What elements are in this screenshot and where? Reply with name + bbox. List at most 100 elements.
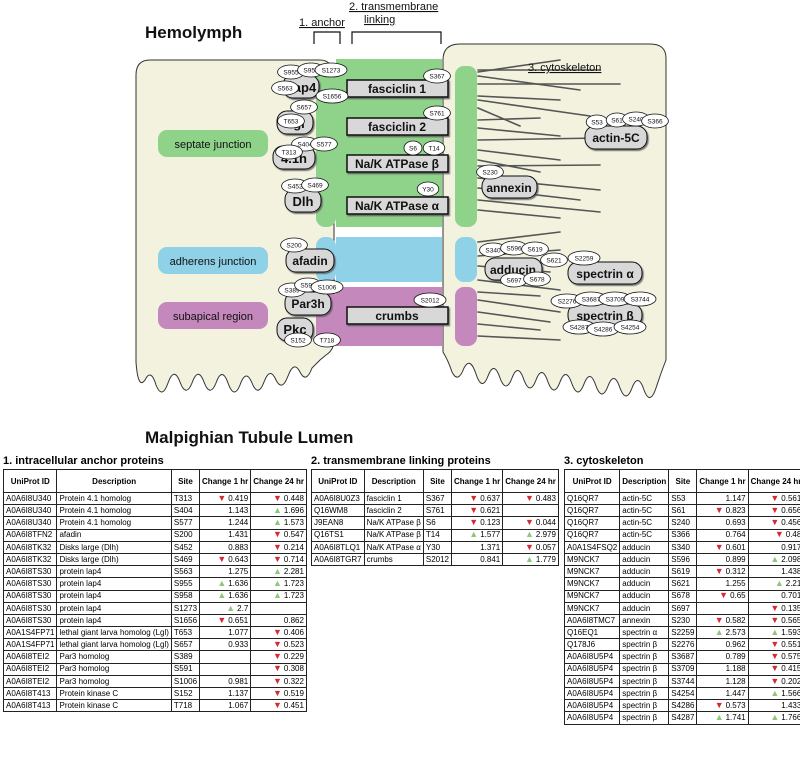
site-label: S619	[527, 246, 543, 253]
table3-title: 3. cytoskeleton	[564, 455, 644, 467]
change-1hr-cell: ▼0.582	[696, 613, 749, 628]
description-cell: lethal giant larva homolog (Lgl)	[56, 626, 172, 640]
change-1hr-cell: ▼0.601	[696, 540, 749, 554]
lumen-label: Malpighian Tubule Lumen	[145, 428, 353, 447]
change-24hr-cell: ▼0.057	[502, 540, 559, 554]
site-cell: S2276	[668, 638, 698, 652]
change-1hr-cell: 0.962	[696, 638, 749, 652]
table2-container: 2. transmembrane linking proteins UniPro…	[311, 454, 559, 567]
site-cell: S955	[170, 577, 201, 591]
change-1hr-cell: 1.188	[696, 662, 749, 676]
site-cell: S697	[668, 601, 698, 615]
septate-right-tab	[455, 66, 477, 227]
down-arrow-icon: ▼	[714, 614, 724, 625]
change-1hr-cell: 1.244	[199, 516, 252, 530]
change-value: 0.214	[283, 542, 304, 552]
change-1hr-cell: 1.128	[696, 674, 749, 689]
site-cell: S619	[668, 565, 698, 579]
column-header: UniProt ID	[2, 469, 58, 493]
change-value: 0.764	[725, 530, 746, 540]
down-arrow-icon: ▼	[714, 700, 724, 711]
change-24hr-cell: ▼0.523	[250, 638, 307, 652]
uniprot-id-cell: Q178J6	[563, 638, 621, 652]
down-arrow-icon: ▼	[217, 614, 227, 625]
site-label: S596	[506, 245, 522, 252]
change-24hr-cell: ▲2.281	[250, 565, 307, 579]
change-value: 0.643	[228, 554, 249, 564]
change-1hr-cell: 1.137	[199, 686, 252, 701]
change-24hr-cell: ▼0.308	[250, 662, 307, 676]
uniprot-id-cell: A0A6I8TFN2	[2, 528, 58, 542]
change-24hr-cell: ▲1.566	[747, 686, 800, 701]
change-1hr-cell: ▼0.419	[199, 491, 252, 506]
change-24hr-cell: ▼0.48	[747, 528, 800, 542]
site-bubble	[413, 292, 447, 308]
change-value: 1.188	[725, 664, 746, 674]
change-1hr-cell: 1.067	[199, 699, 252, 713]
site-cell: S4287	[668, 711, 698, 725]
change-24hr-cell: ▼0.322	[250, 674, 307, 689]
change-1hr-cell: ▲2.7	[199, 601, 252, 615]
table1-title: 1. intracellular anchor proteins	[3, 455, 164, 467]
down-arrow-icon: ▼	[770, 639, 780, 650]
change-value: 0.48	[785, 530, 800, 540]
column-header: UniProt ID	[311, 469, 365, 493]
description-cell: actin-5C	[619, 516, 670, 530]
table2-title: 2. transmembrane linking proteins	[311, 455, 491, 467]
change-value: 0.701	[781, 591, 800, 601]
change-value: 0.962	[725, 640, 746, 650]
site-cell: S340	[668, 540, 698, 554]
adherens-right-tab	[455, 237, 477, 282]
column-header: Change 24 hr	[747, 469, 800, 493]
hemolymph-label: Hemolymph	[145, 23, 242, 42]
transmembrane-proteins: fasciclin 1 fasciclin 2 Na/K ATPase β Na…	[346, 79, 449, 325]
uniprot-id-cell: A0A6I8U5P4	[563, 699, 621, 713]
change-value: 0.448	[283, 493, 304, 503]
change-1hr-cell: 1.431	[199, 528, 252, 542]
change-value: 1.723	[283, 579, 304, 589]
uniprot-id-cell: M9NCK7	[563, 589, 621, 603]
change-24hr-cell: 0.862	[250, 613, 307, 628]
change-1hr-cell: ▼0.621	[450, 504, 504, 518]
change-value: 1.275	[228, 566, 249, 576]
change-24hr-cell: ▲1.593	[747, 626, 800, 640]
site-cell: S563	[170, 565, 201, 579]
down-arrow-icon: ▼	[714, 505, 724, 516]
change-1hr-cell	[199, 650, 252, 664]
uniprot-id-cell: Q16QR7	[563, 516, 621, 530]
site-cell: S761	[422, 504, 453, 518]
change-value: 1.438	[781, 566, 800, 576]
uniprot-id-cell: A0A6I8U0Z3	[311, 491, 365, 506]
change-24hr-cell: ▲2.21	[747, 577, 800, 591]
change-1hr-cell: ▲1.636	[199, 589, 252, 603]
change-value: 1.244	[228, 518, 249, 528]
site-label: S200	[286, 242, 302, 249]
description-cell: adducin	[619, 540, 670, 554]
change-value: 0.312	[725, 566, 746, 576]
change-24hr-cell: ▼0.575	[747, 650, 800, 664]
change-1hr-cell: ▲1.741	[696, 711, 749, 725]
uniprot-id-cell: A0A6I8TS30	[2, 613, 58, 628]
change-24hr-cell: ▲1.766	[747, 711, 800, 725]
change-1hr-cell: 1.275	[199, 565, 252, 579]
change-value: 0.933	[228, 640, 249, 650]
change-1hr-cell: ▼0.312	[696, 565, 749, 579]
site-label: S2276	[558, 298, 577, 305]
site-bubble	[284, 332, 312, 348]
change-value: 0.637	[480, 493, 501, 503]
spectrin-b-label: spectrin β	[576, 309, 633, 323]
description-cell: Disks large (Dlh)	[56, 540, 172, 554]
up-arrow-icon: ▲	[714, 712, 724, 723]
